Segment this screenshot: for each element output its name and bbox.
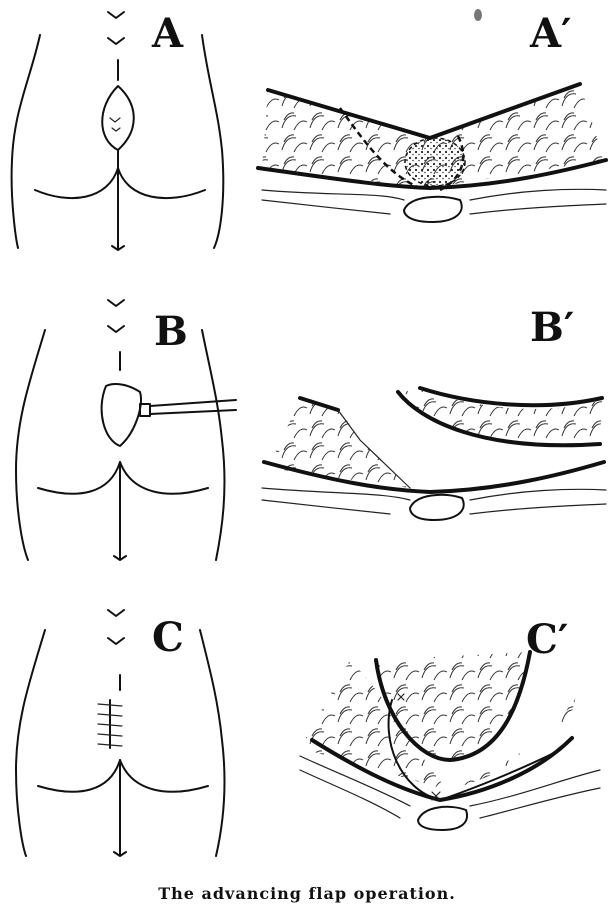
panel-label-b-prime: B′ — [530, 308, 574, 348]
back-view-a — [12, 12, 224, 250]
section-a-prime — [258, 84, 606, 222]
back-view-c — [16, 610, 224, 856]
panel-label-c: C — [152, 618, 184, 658]
panel-label-a: A — [152, 14, 183, 54]
back-view-b — [16, 300, 236, 560]
ink-spot — [474, 9, 482, 21]
section-c-prime — [300, 652, 600, 830]
panel-label-a-prime: A′ — [530, 14, 572, 54]
figure-caption: The advancing flap operation. — [0, 884, 614, 903]
section-b-prime — [262, 388, 606, 520]
panel-label-b: B — [154, 312, 188, 352]
panel-label-c-prime: C′ — [526, 620, 568, 660]
